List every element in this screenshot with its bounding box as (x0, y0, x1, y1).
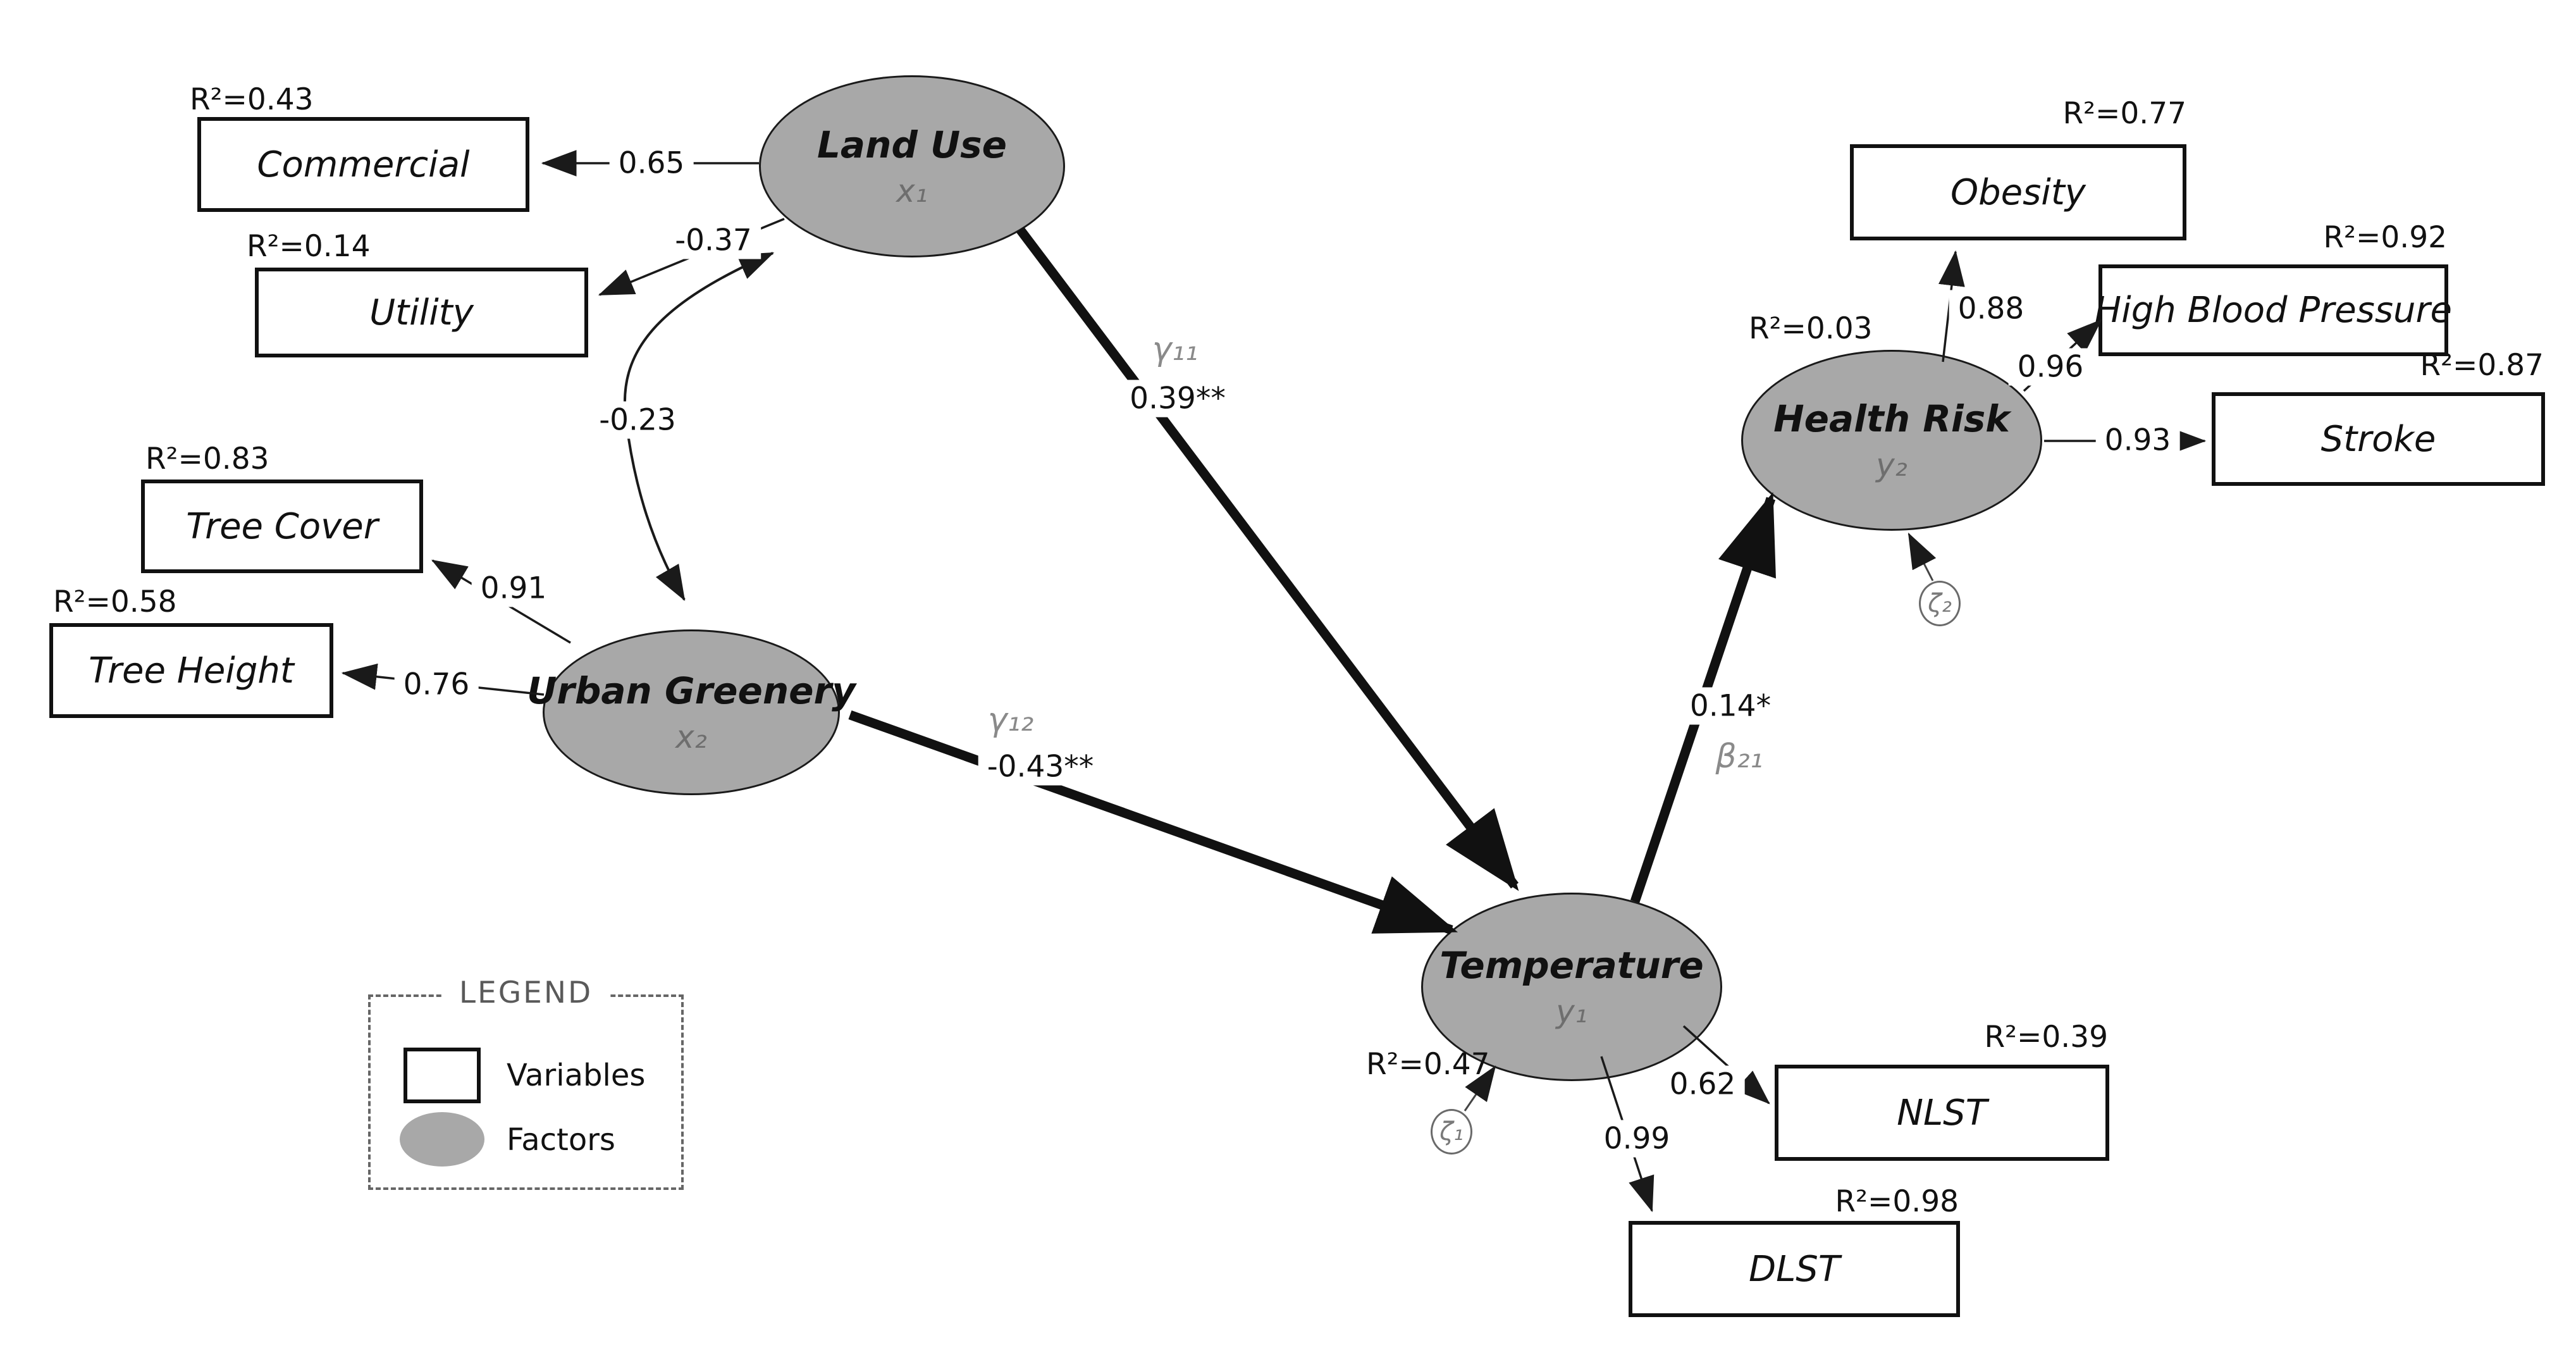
path-temperature-nlst (1682, 1025, 1770, 1105)
gamma11-value: 0.39** (1121, 380, 1235, 418)
gamma12-symbol: γ₁₂ (981, 701, 1040, 739)
factor-symbol-health-risk: y₂ (1876, 447, 1907, 483)
variable-label-utility: Utility (369, 292, 474, 333)
error-term-zeta1: ζ₁ (1431, 1109, 1472, 1155)
variable-label-high-blood-pressure: High Blood Pressure (2095, 290, 2452, 331)
variable-label-obesity: Obesity (1950, 171, 2086, 213)
loading-obesity: 0.88 (1949, 290, 2033, 328)
factor-name-health-risk: Health Risk (1773, 397, 2010, 440)
variable-box-stroke: Stroke (2212, 392, 2545, 486)
factor-symbol-land-use: x₁ (896, 173, 928, 209)
variable-box-utility: Utility (255, 268, 588, 357)
path-zeta1-temperature (1464, 1065, 1496, 1111)
beta21-symbol: β₂₁ (1709, 738, 1770, 776)
r2-commercial: R²=0.43 (190, 82, 314, 117)
legend-variables-swatch-icon (404, 1048, 481, 1103)
beta21-value: 0.14* (1680, 687, 1780, 725)
variable-label-commercial: Commercial (257, 144, 470, 185)
loading-utility: -0.37 (666, 221, 761, 259)
loading-dlst: 0.99 (1594, 1120, 1679, 1158)
variable-box-high-blood-pressure: High Blood Pressure (2095, 264, 2452, 356)
legend-title: LEGEND (441, 975, 611, 1010)
loading-commercial: 0.65 (609, 144, 694, 182)
loading-nlst: 0.62 (1660, 1065, 1745, 1103)
variable-label-dlst: DLST (1748, 1248, 1840, 1290)
r2-tree-cover: R²=0.83 (145, 442, 269, 476)
factor-name-urban-greenery: Urban Greenery (527, 669, 856, 712)
variable-box-nlst: NLST (1775, 1065, 2109, 1161)
variable-box-tree-height: Tree Height (49, 623, 333, 718)
factor-ellipse-land-use: Land Use x₁ (759, 75, 1065, 257)
loading-high-blood-pressure: 0.96 (2008, 348, 2093, 386)
loading-stroke: 0.93 (2095, 421, 2180, 459)
variable-box-commercial: Commercial (197, 117, 529, 212)
loading-tree-cover: 0.91 (471, 569, 556, 607)
gamma12-value: -0.43** (978, 748, 1103, 786)
path-urbangreenery-temperature (848, 710, 1458, 935)
legend: LEGEND Variables Factors (368, 975, 684, 1190)
gamma11-symbol: γ₁₁ (1145, 330, 1205, 368)
path-landuse-temperature (1016, 226, 1519, 891)
loading-tree-height: 0.76 (394, 666, 479, 703)
factor-ellipse-urban-greenery: Urban Greenery x₂ (527, 629, 856, 795)
covariance-value: -0.23 (590, 401, 685, 439)
legend-factors-label: Factors (507, 1122, 615, 1158)
r2-obesity: R²=0.77 (2062, 96, 2186, 131)
variable-box-obesity: Obesity (1850, 144, 2186, 240)
r2-temperature: R²=0.47 (1366, 1047, 1490, 1082)
variable-box-tree-cover: Tree Cover (141, 480, 423, 573)
r2-tree-height: R²=0.58 (53, 585, 177, 619)
variable-label-nlst: NLST (1897, 1092, 1987, 1134)
variable-label-tree-cover: Tree Cover (186, 505, 378, 547)
factor-ellipse-health-risk: Health Risk y₂ (1741, 350, 2042, 531)
legend-variables-label: Variables (507, 1058, 646, 1093)
factor-name-land-use: Land Use (817, 123, 1008, 166)
factor-symbol-urban-greenery: x₂ (675, 719, 707, 755)
r2-dlst: R²=0.98 (1835, 1184, 1959, 1219)
variable-label-stroke: Stroke (2320, 418, 2436, 460)
r2-high-blood-pressure: R²=0.92 (2323, 220, 2447, 255)
factor-name-temperature: Temperature (1439, 944, 1704, 987)
r2-stroke: R²=0.87 (2420, 348, 2544, 383)
factor-ellipse-temperature: Temperature y₁ (1421, 893, 1722, 1081)
legend-factors-swatch-icon (400, 1112, 484, 1167)
error-term-zeta2: ζ₂ (1919, 581, 1961, 626)
r2-nlst: R²=0.39 (1984, 1020, 2108, 1055)
variable-label-tree-height: Tree Height (89, 650, 294, 691)
variable-box-dlst: DLST (1629, 1221, 1960, 1317)
path-zeta2-healthrisk (1907, 532, 1937, 581)
factor-symbol-temperature: y₁ (1556, 993, 1587, 1030)
r2-health-risk: R²=0.03 (1749, 311, 1873, 346)
r2-utility: R²=0.14 (247, 229, 371, 264)
